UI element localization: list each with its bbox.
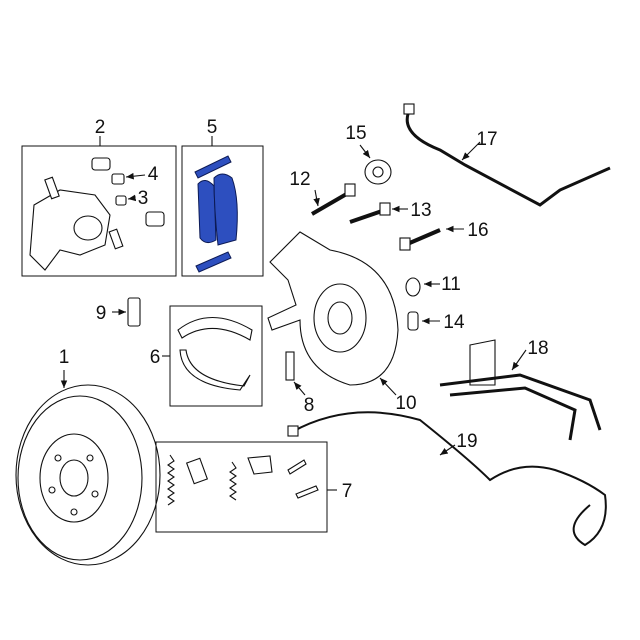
callout-11: 11 <box>441 274 461 295</box>
callout-6: 6 <box>150 347 161 368</box>
part-19-abs-sensor[interactable] <box>287 411 607 547</box>
part-2-brake-caliper[interactable] <box>29 157 165 271</box>
callout-13: 13 <box>410 200 431 221</box>
callout-10: 10 <box>395 393 416 414</box>
callout-2: 2 <box>95 117 106 138</box>
callout-3: 3 <box>138 188 149 209</box>
part-7-hardware-kit[interactable] <box>167 454 319 506</box>
callout-5: 5 <box>207 117 218 138</box>
callout-8: 8 <box>304 395 315 416</box>
part-13-bolt[interactable] <box>349 202 391 224</box>
callout-12: 12 <box>289 169 310 190</box>
callout-15: 15 <box>345 123 366 144</box>
callout-4: 4 <box>148 164 159 185</box>
callout-14: 14 <box>443 312 465 333</box>
part-9-clip[interactable] <box>127 297 141 327</box>
callout-1: 1 <box>59 347 70 368</box>
part-12-bolt[interactable] <box>310 183 356 216</box>
part-5-box <box>181 145 264 277</box>
part-18-brake-lines[interactable] <box>439 339 602 441</box>
callout-7: 7 <box>342 481 353 502</box>
part-6-parking-brake-shoes[interactable] <box>177 316 253 391</box>
part-1-brake-rotor[interactable] <box>15 384 161 566</box>
part-5-brake-pad-set[interactable] <box>194 155 238 273</box>
part-7-box <box>155 441 328 533</box>
part-8-bleeder[interactable] <box>285 351 295 381</box>
part-10-backing-plate[interactable] <box>267 231 399 386</box>
part-16-bolt[interactable] <box>399 228 441 251</box>
callout-19: 19 <box>456 431 477 452</box>
part-14-plug[interactable] <box>407 311 419 331</box>
callout-16: 16 <box>467 220 488 241</box>
part-2-box <box>21 145 177 277</box>
part-17-brake-hose[interactable] <box>403 103 611 207</box>
callout-9: 9 <box>96 303 107 324</box>
part-11-nut[interactable] <box>405 277 421 297</box>
part-15-fitting[interactable] <box>364 159 392 185</box>
callout-17: 17 <box>476 129 497 150</box>
callout-18: 18 <box>527 338 548 359</box>
